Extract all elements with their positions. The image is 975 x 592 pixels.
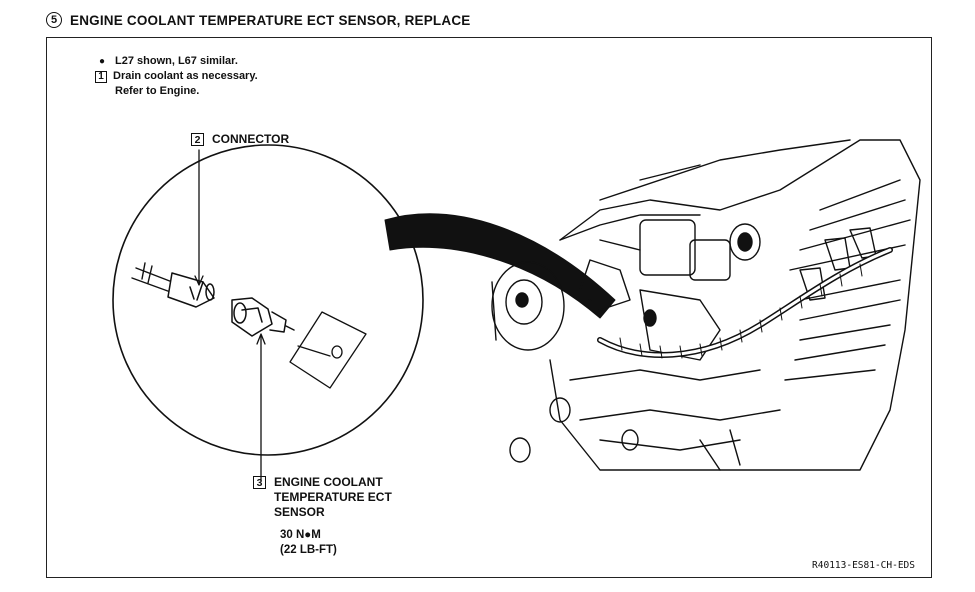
connector-leader-arrow (194, 275, 204, 286)
reference-code: R40113-ES81-CH-EDS (812, 560, 915, 571)
connector-part (167, 272, 215, 308)
detail-pointer-band (384, 213, 616, 319)
sensor-callout: 3 ENGINE COOLANT TEMPERATURE ECT SENSOR (253, 475, 392, 520)
torque-spec: 30 N●M (22 LB-FT) (280, 528, 337, 558)
sensor-leader-arrow (256, 333, 266, 345)
note-text: Drain coolant as necessary. (113, 70, 258, 82)
section-header: 5 ENGINE COOLANT TEMPERATURE ECT SENSOR,… (46, 12, 470, 28)
illustration-frame (46, 37, 932, 578)
ect-sensor-part (231, 297, 295, 337)
torque-metric: 30 N●M (280, 529, 321, 541)
sensor-label: ENGINE COOLANT TEMPERATURE ECT SENSOR (274, 475, 392, 520)
torque-imperial: (22 LB-FT) (280, 544, 337, 556)
engine-wire-harness (597, 247, 893, 358)
note-text: L27 shown, L67 similar. (115, 55, 238, 67)
engine-assembly (491, 139, 921, 471)
bullet-icon: ● (98, 56, 106, 67)
sensor-label-line: SENSOR (274, 505, 325, 519)
connector-callout: 2 CONNECTOR (191, 132, 289, 146)
callout-number-box: 3 (253, 476, 266, 489)
note-step-1: 1 Drain coolant as necessary. (95, 69, 258, 84)
sensor-label-line: ENGINE COOLANT (274, 475, 383, 489)
mounting-plate (289, 311, 367, 389)
step-number-circle: 5 (46, 12, 62, 28)
detail-circle (112, 144, 424, 456)
connector-label: CONNECTOR (212, 132, 290, 146)
section-title: ENGINE COOLANT TEMPERATURE ECT SENSOR, R… (70, 12, 471, 28)
note-applicability: ● L27 shown, L67 similar. (95, 54, 258, 69)
callout-number-box: 2 (191, 133, 204, 146)
note-reference: Refer to Engine. (115, 85, 200, 97)
step-box-number: 1 (95, 70, 107, 83)
sensor-label-line: TEMPERATURE ECT (274, 490, 392, 504)
procedure-notes: ● L27 shown, L67 similar. 1 Drain coolan… (95, 54, 258, 99)
